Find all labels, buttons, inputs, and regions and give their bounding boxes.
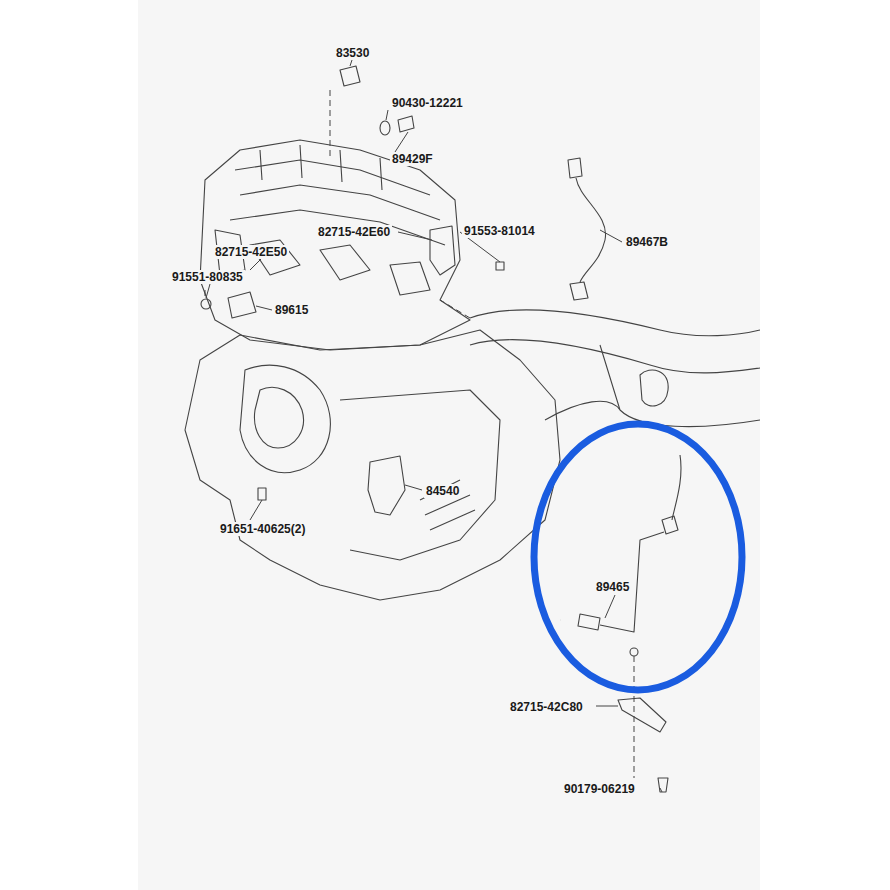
part-number: 91553-81014 bbox=[462, 224, 537, 238]
part-number: 89429F bbox=[390, 152, 435, 166]
part-number: 89615 bbox=[273, 303, 310, 317]
part-number: 90179-06219 bbox=[562, 782, 637, 796]
part-number: 91551-80835 bbox=[170, 270, 245, 284]
part-number: 84540 bbox=[424, 484, 461, 498]
part-number: 82715-42E50 bbox=[213, 245, 289, 259]
part-number: 83530 bbox=[334, 46, 371, 60]
part-number: 82715-42E60 bbox=[316, 225, 392, 239]
part-number: 82715-42C80 bbox=[508, 700, 585, 714]
part-number: 89467B bbox=[624, 235, 670, 249]
part-number: 90430-12221 bbox=[390, 96, 465, 110]
part-number: 91651-40625(2) bbox=[218, 522, 307, 536]
part-number: 89465 bbox=[594, 580, 631, 594]
